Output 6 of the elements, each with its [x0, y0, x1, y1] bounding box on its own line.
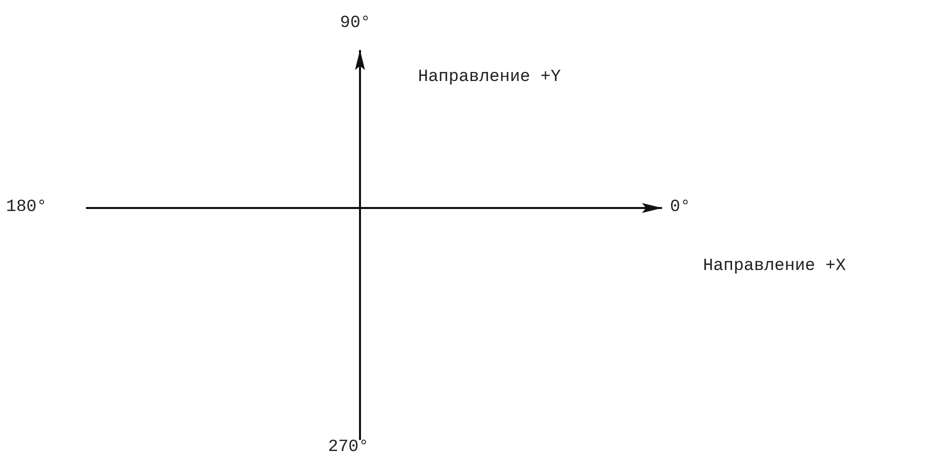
- angle-label: 0°: [670, 198, 690, 218]
- angle-label: 180°: [6, 198, 47, 218]
- angle-label: 270°: [328, 438, 369, 458]
- direction-label: Направление +Y: [418, 68, 561, 88]
- direction-label: Направление +X: [703, 257, 846, 277]
- angle-label: 90°: [340, 14, 371, 34]
